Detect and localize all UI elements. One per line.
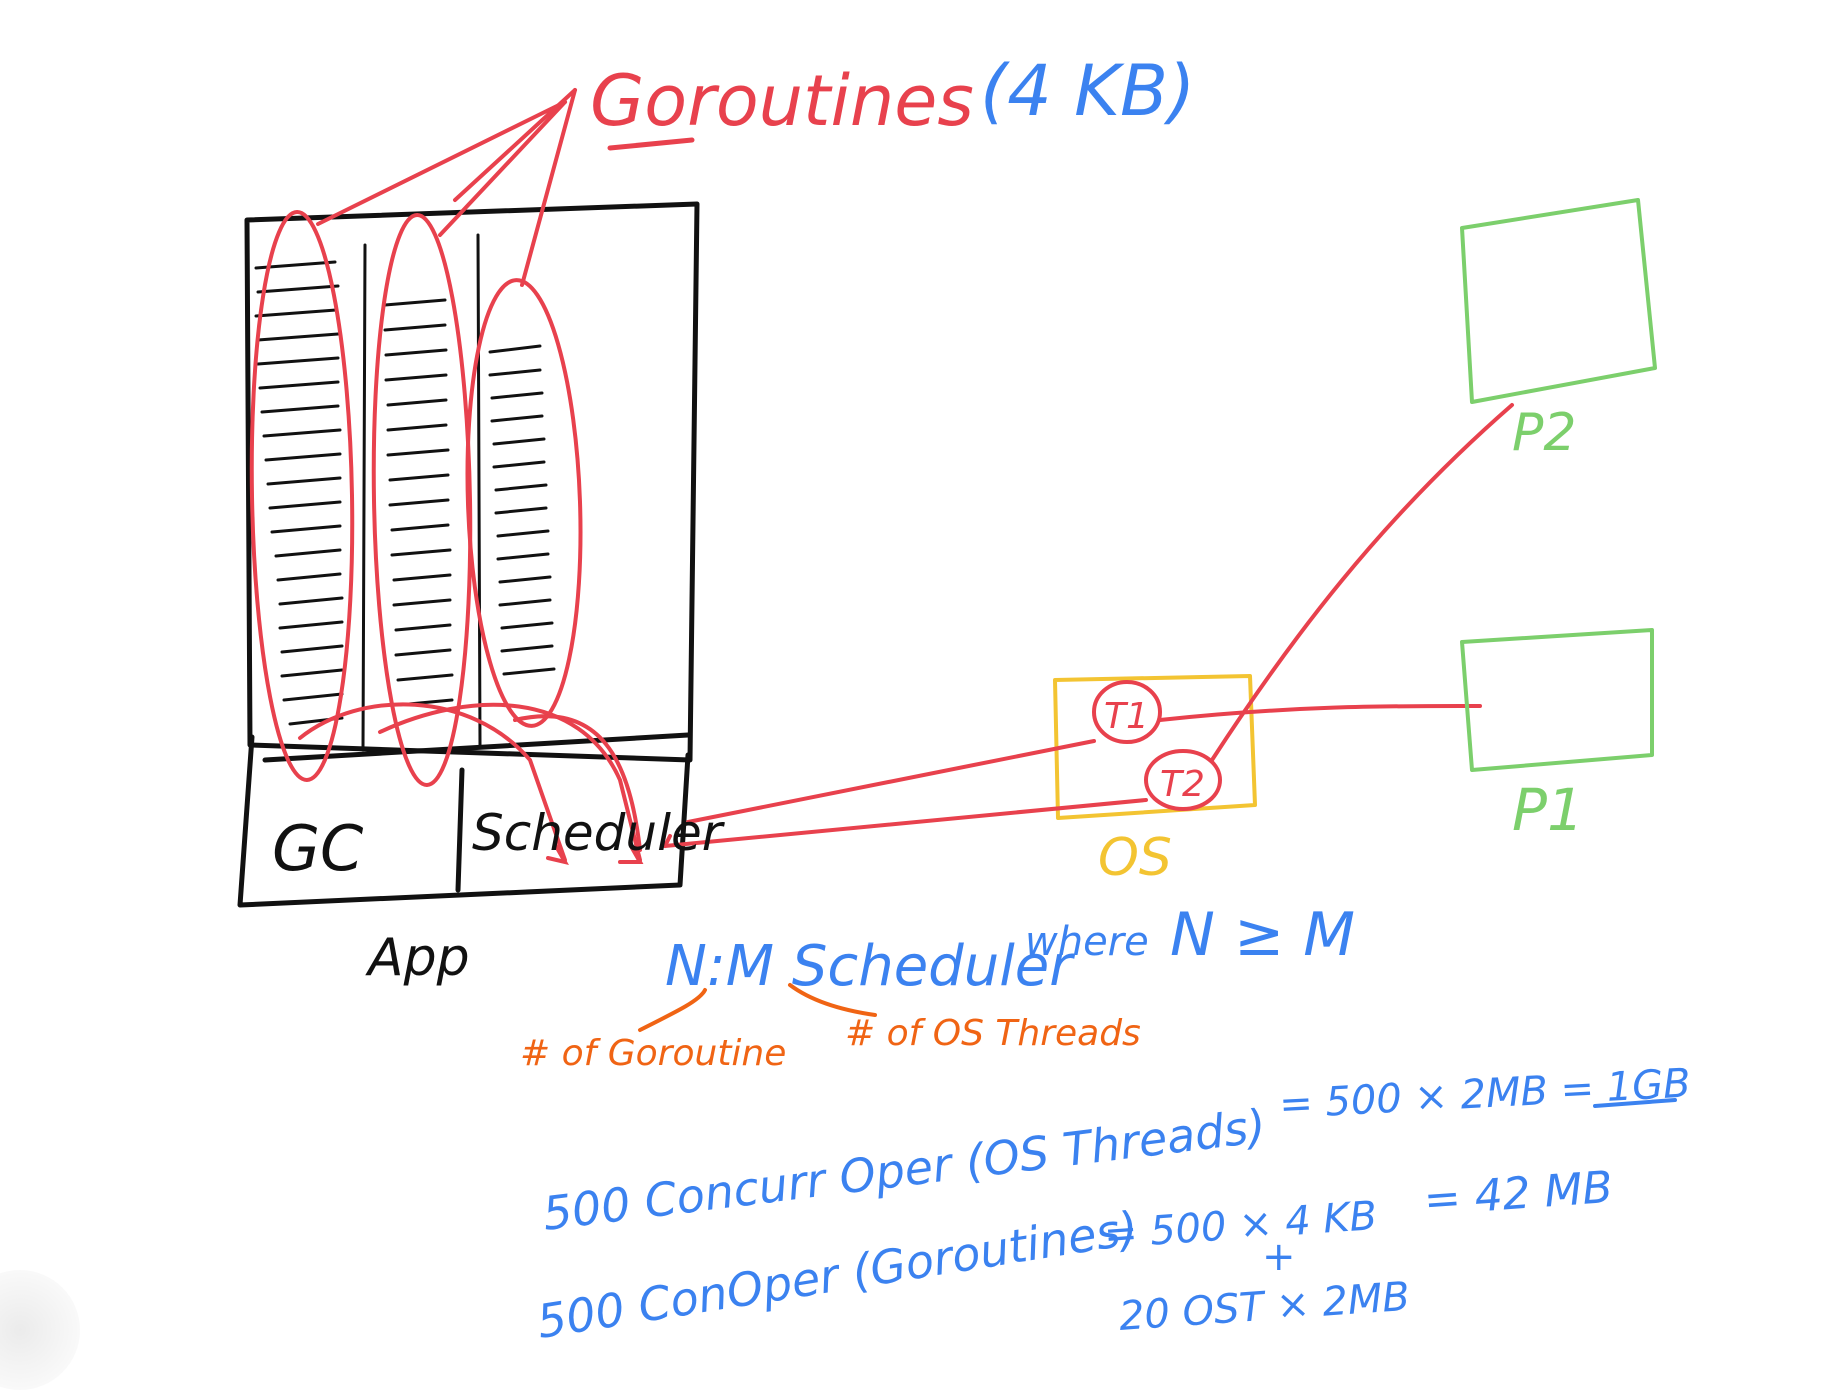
t1-label: T1 <box>1104 696 1149 737</box>
where-label: where <box>1025 919 1149 965</box>
n-meaning-label: # of Goroutine <box>520 1033 786 1074</box>
processor-boxes <box>1460 198 1657 772</box>
nm-scheduler-label: N:M Scheduler <box>665 934 1075 999</box>
t1-circle <box>1092 680 1162 744</box>
p2-label: P2 <box>1512 403 1576 463</box>
goroutine-stack-lines <box>254 260 556 726</box>
p1-box <box>1460 628 1654 772</box>
goroutine-ovals <box>249 88 644 865</box>
goroutines-cost-mid: = 500 × 4 KB <box>1102 1193 1378 1258</box>
plus-sign: + <box>1262 1234 1296 1280</box>
gc-label: GC <box>272 812 364 885</box>
os-thread-overhead: 20 OST × 2MB <box>1117 1274 1411 1340</box>
t2-label: T2 <box>1160 764 1205 805</box>
thread-circles <box>1092 680 1222 811</box>
goroutines-cost-result: = 42 MB <box>1422 1162 1614 1226</box>
nm-braces <box>638 983 877 1032</box>
scheduler-label: Scheduler <box>472 804 726 862</box>
goroutines-underline <box>607 137 695 151</box>
t2-circle <box>1144 749 1222 811</box>
os-threads-cost-result: = 500 × 2MB = 1GB <box>1278 1060 1692 1127</box>
app-label: App <box>365 928 470 988</box>
goroutine-size-label: (4 KB) <box>980 50 1195 132</box>
goroutines-label: Goroutines <box>590 60 974 142</box>
app-box <box>237 201 700 908</box>
p2-box <box>1460 198 1657 404</box>
os-box <box>1053 674 1257 820</box>
n-ge-m-label: N ≥ M <box>1170 900 1355 970</box>
p1-label: P1 <box>1512 776 1584 844</box>
os-label: OS <box>1098 828 1172 888</box>
m-meaning-label: # of OS Threads <box>845 1013 1141 1054</box>
thread-links <box>663 403 1514 848</box>
one-gb-underline <box>1593 1098 1677 1108</box>
whiteboard-diagram: Goroutines (4 KB) GC Scheduler App T1 T2… <box>237 50 1692 1349</box>
